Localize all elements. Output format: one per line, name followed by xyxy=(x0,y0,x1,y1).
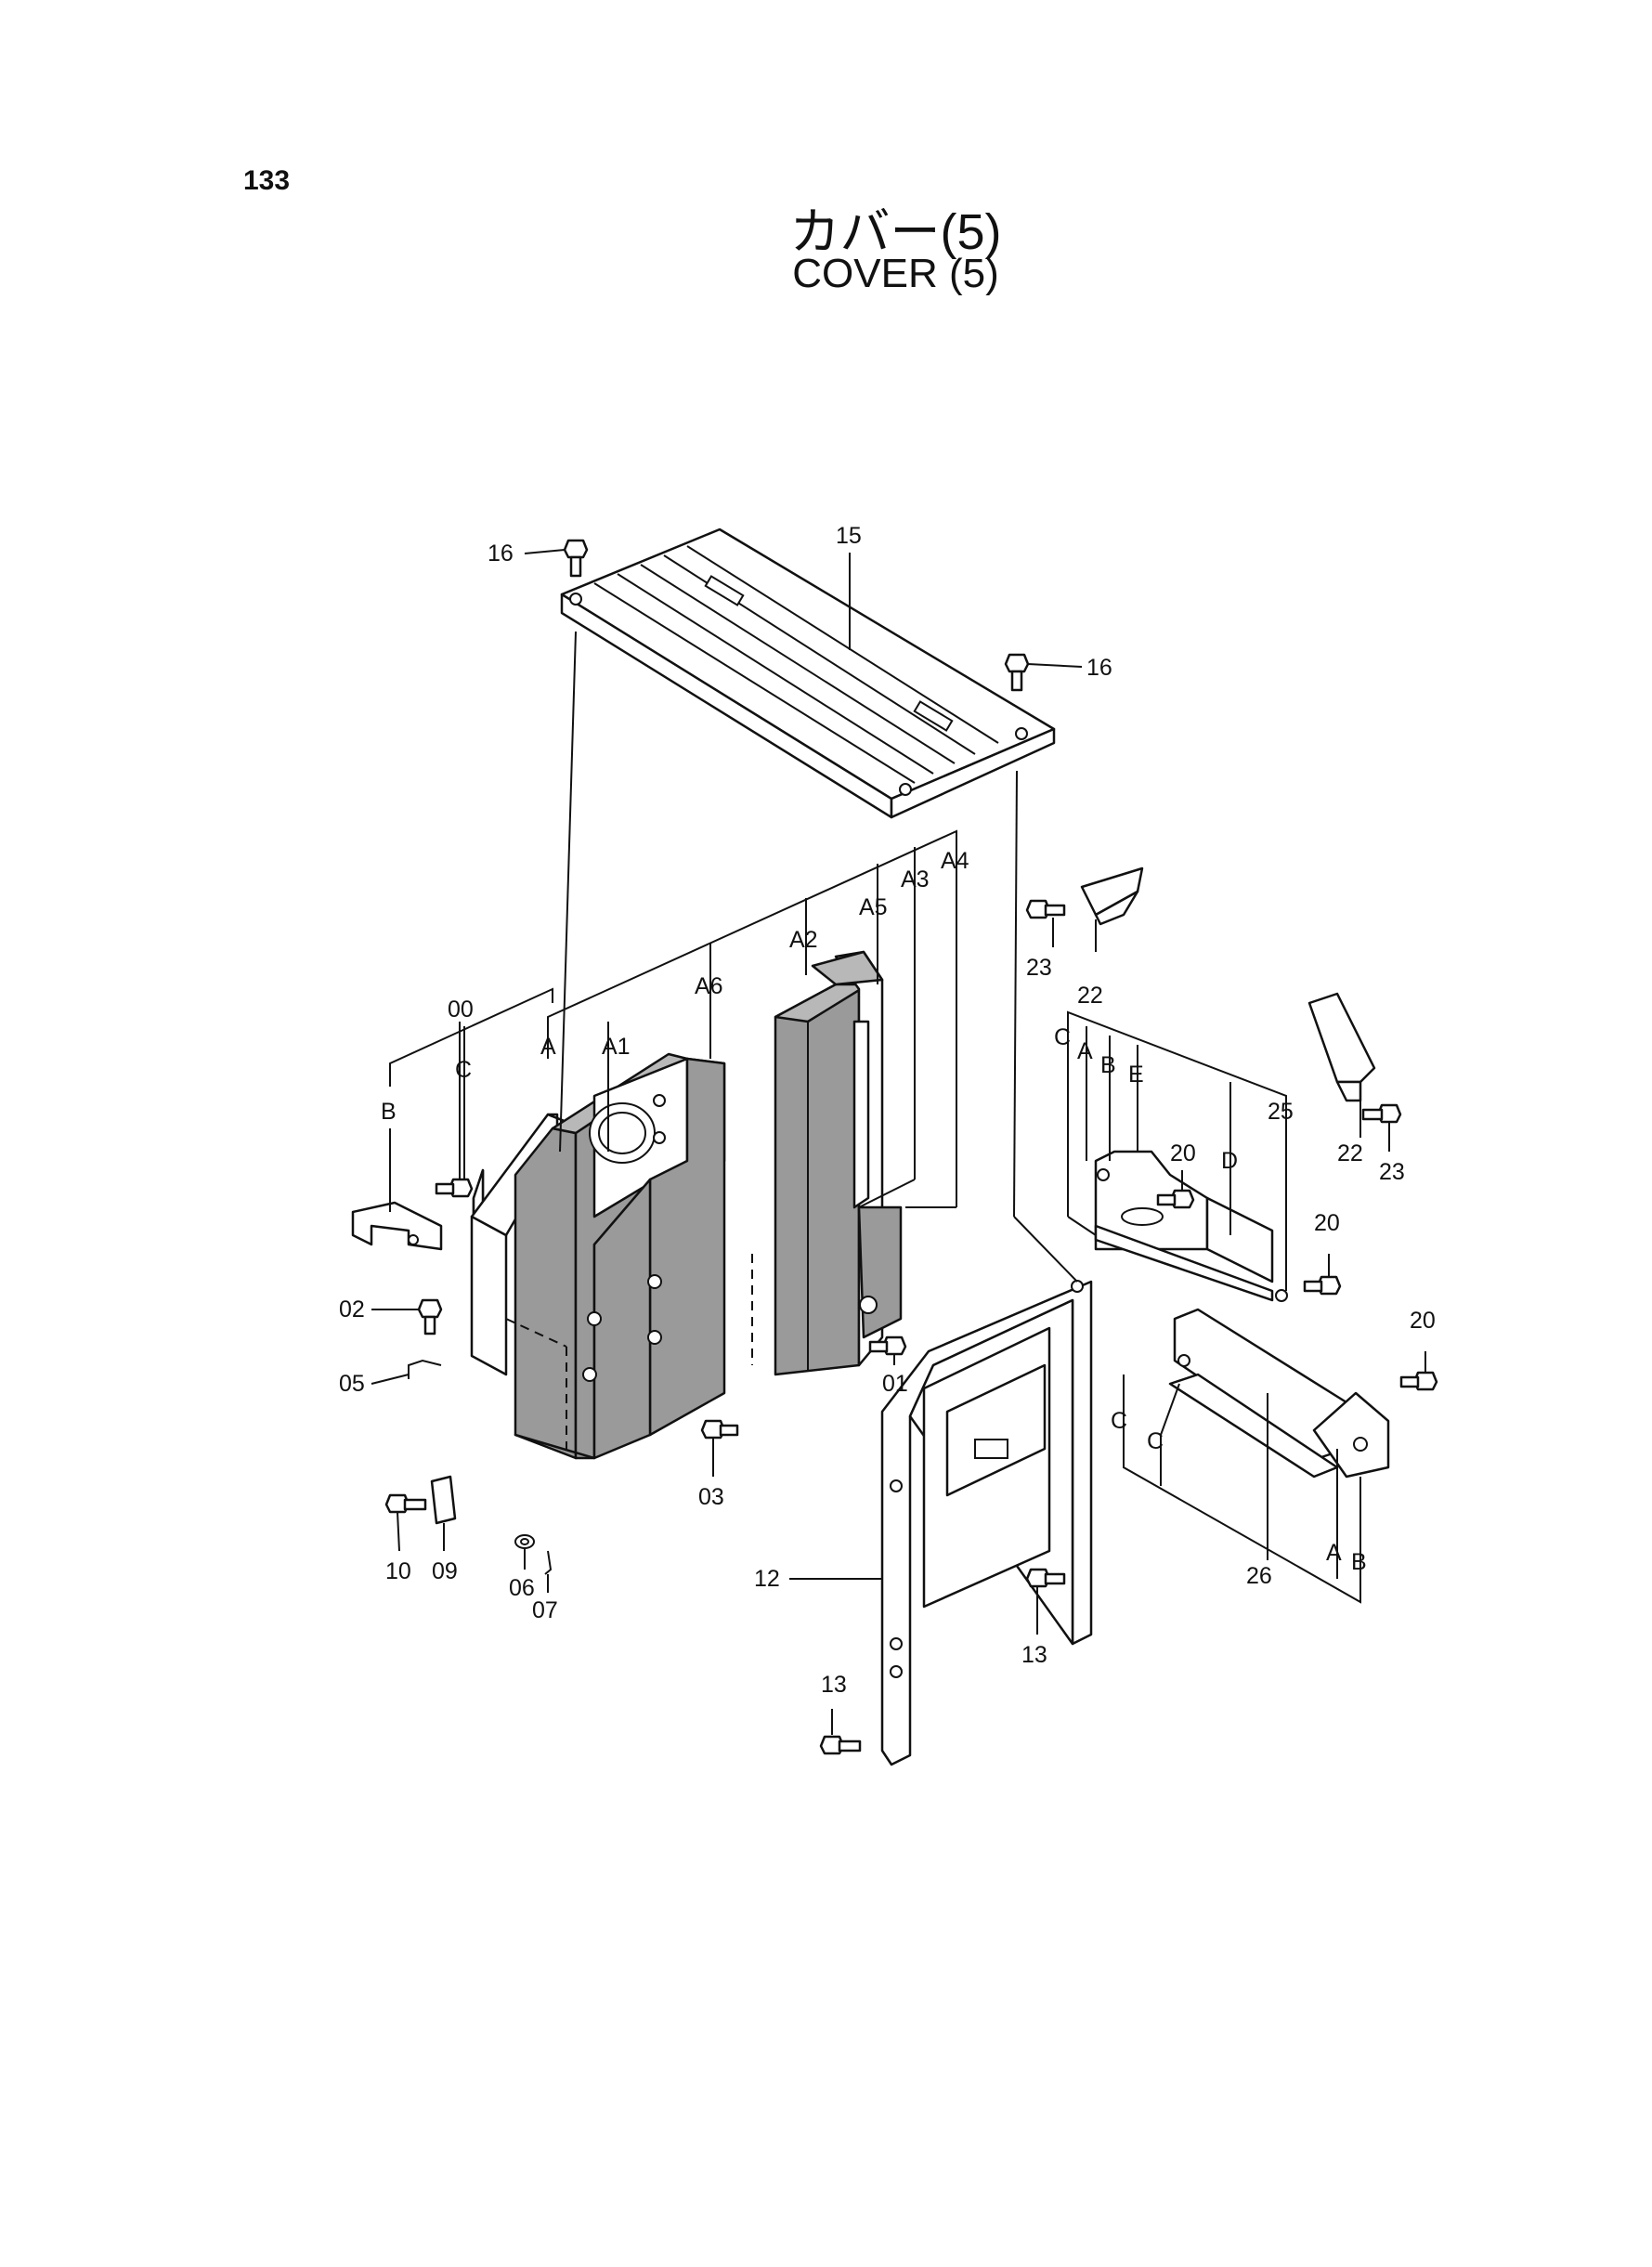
title-english: COVER (5) xyxy=(792,251,999,296)
title-japanese: カバー(5) xyxy=(789,204,1002,260)
callout-20c: 20 xyxy=(1410,1308,1436,1334)
callout-13b: 13 xyxy=(821,1672,847,1698)
callout-20a: 20 xyxy=(1170,1140,1196,1166)
callout-right-d: D xyxy=(1221,1148,1238,1174)
callout-a4: A4 xyxy=(941,848,969,874)
part-05-latch xyxy=(408,1359,442,1379)
callout-10: 10 xyxy=(385,1558,411,1584)
callout-13a: 13 xyxy=(1021,1642,1047,1668)
part-a2-center-panel xyxy=(774,950,903,1376)
callout-02: 02 xyxy=(339,1296,365,1322)
callout-lower-b: B xyxy=(1351,1549,1367,1575)
callout-right-e: E xyxy=(1128,1062,1144,1088)
callout-22a: 22 xyxy=(1077,983,1103,1009)
callout-26: 26 xyxy=(1246,1563,1272,1589)
callout-a2: A2 xyxy=(789,927,818,953)
callout-12: 12 xyxy=(754,1566,780,1592)
callout-07: 07 xyxy=(532,1597,558,1623)
part-00-main-frame xyxy=(470,1052,753,1460)
washer-icon xyxy=(514,1534,535,1549)
part-15-top-grille xyxy=(560,528,1056,819)
callout-16a: 16 xyxy=(488,541,514,567)
callout-a: A xyxy=(540,1034,556,1060)
callout-05: 05 xyxy=(339,1371,365,1397)
callout-22b: 22 xyxy=(1337,1140,1363,1166)
pin-icon xyxy=(544,1550,553,1575)
callout-right-a: A xyxy=(1077,1038,1093,1064)
callout-a6: A6 xyxy=(695,973,723,999)
callout-right-c: C xyxy=(1054,1024,1071,1050)
callout-a5: A5 xyxy=(859,894,888,920)
callout-06: 06 xyxy=(509,1575,535,1601)
part-26-lower-bracket xyxy=(1168,1308,1390,1479)
callout-23a: 23 xyxy=(1026,955,1052,981)
callout-a3: A3 xyxy=(901,866,930,892)
callout-15: 15 xyxy=(836,523,862,549)
callout-lower-c2: C xyxy=(1147,1428,1164,1454)
part-09-clip xyxy=(430,1475,457,1525)
part-00-left-bracket xyxy=(351,1201,443,1251)
callout-lower-a: A xyxy=(1326,1540,1342,1566)
callout-20b: 20 xyxy=(1314,1210,1340,1236)
callout-00: 00 xyxy=(448,997,474,1023)
page-number: 133 xyxy=(243,165,291,196)
assembly-lines xyxy=(371,549,1426,1735)
part-22-plates xyxy=(1080,866,1376,1102)
callout-25: 25 xyxy=(1268,1099,1294,1125)
part-25-upper-bracket xyxy=(1094,1150,1288,1302)
callout-09: 09 xyxy=(432,1558,458,1584)
callout-23b: 23 xyxy=(1379,1159,1405,1185)
callout-01: 01 xyxy=(882,1371,908,1397)
part-12-side-frame xyxy=(880,1280,1093,1766)
callout-16b: 16 xyxy=(1086,655,1112,681)
callout-right-b: B xyxy=(1100,1052,1116,1078)
callout-a1: A1 xyxy=(602,1034,631,1060)
callout-b: B xyxy=(381,1099,397,1125)
callout-c: C xyxy=(455,1057,472,1083)
bolt-icon xyxy=(384,539,1438,1755)
callout-03: 03 xyxy=(698,1484,724,1510)
callout-labels: 16 15 16 A4 A3 A5 A2 A6 A1 A 00 C B 02 0… xyxy=(339,523,1436,1698)
callout-lower-c1: C xyxy=(1111,1408,1127,1434)
